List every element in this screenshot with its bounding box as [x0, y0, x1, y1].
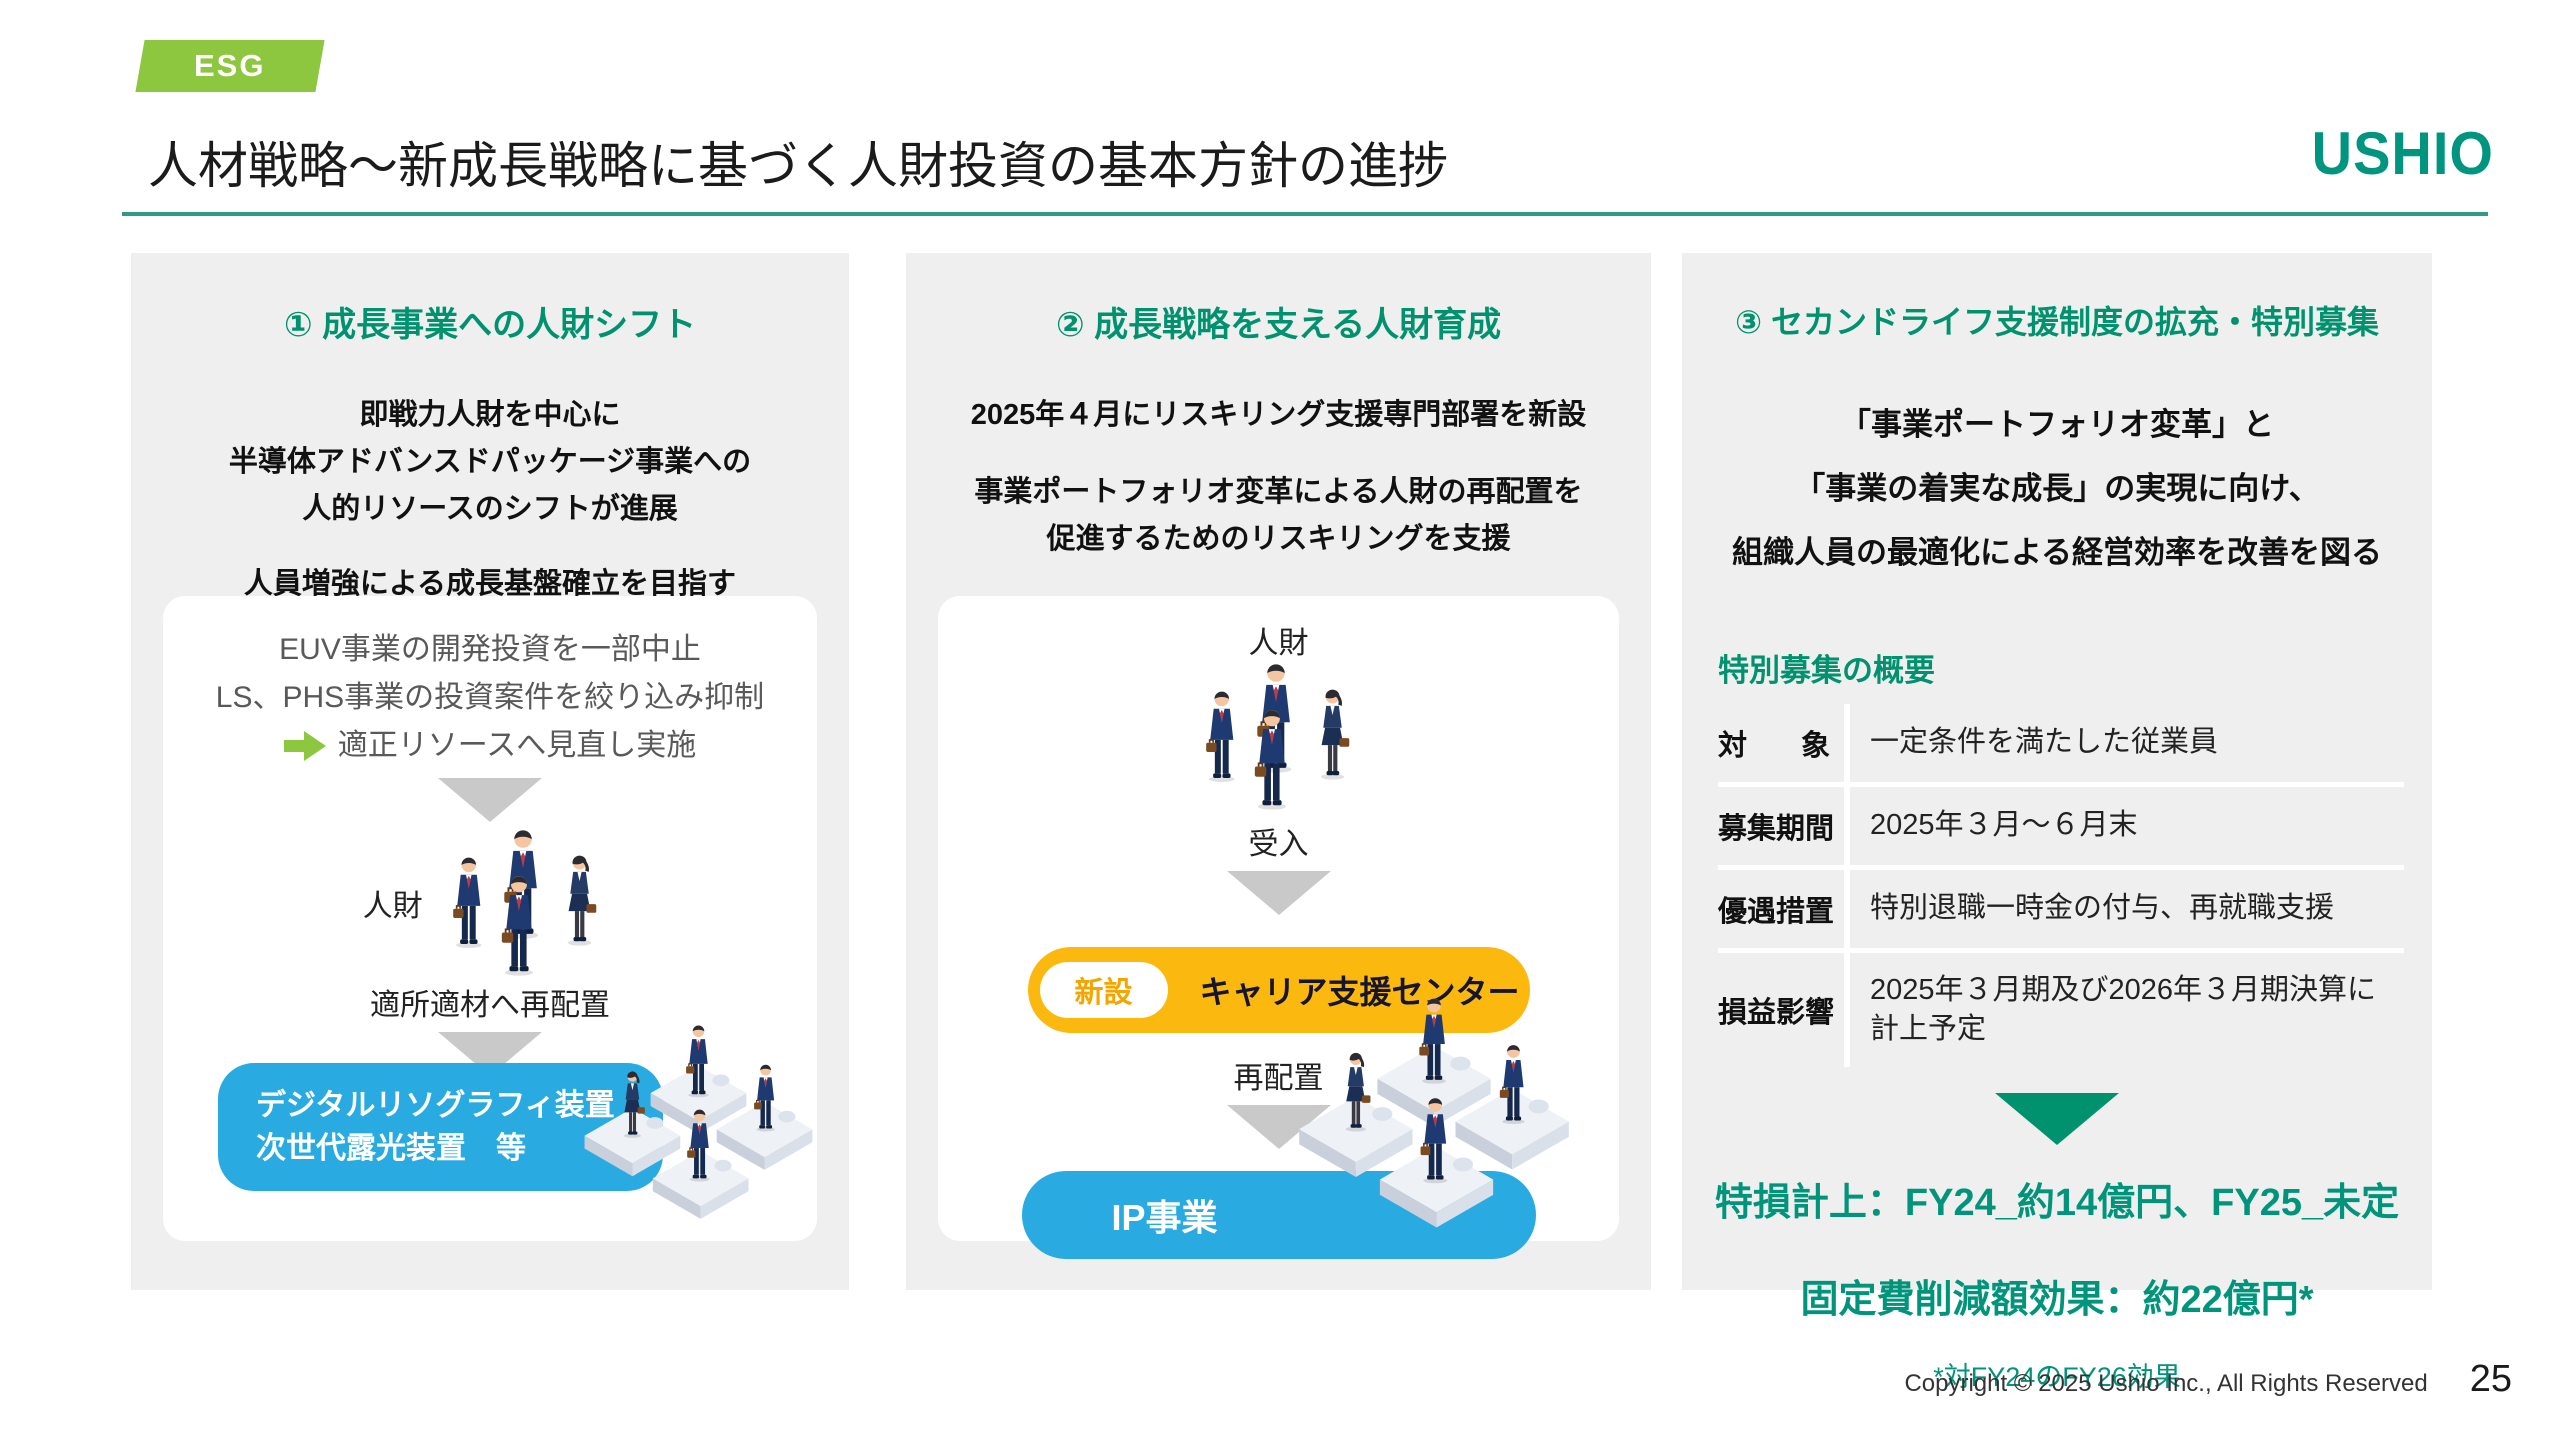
- table-row-value: 2025年３月期及び2026年３月期決算に計上予定: [1870, 973, 2377, 1045]
- panel2-body-line: 促進するためのリスキリングを支援: [1046, 522, 1511, 555]
- resource-review-line: 適正リソースへ見直し実施: [163, 722, 817, 770]
- panel2-white-box: 人財 受入 新設 キャリア支援センター 再配置 IP事業: [938, 596, 1619, 1259]
- people-group-icon: [1205, 663, 1350, 810]
- ushio-logo: USHIO: [2311, 119, 2494, 188]
- investment-note-line: EUV事業の開発投資を一部中止: [279, 633, 701, 666]
- relocation-caption: 適所適材へ再配置: [370, 989, 610, 1022]
- table-row-label: 対象: [1718, 703, 1850, 782]
- people-group-icon: [452, 829, 596, 976]
- title-underline: [122, 212, 2488, 216]
- investment-note-line: LS、PHS事業の投資案件を絞り込み抑制: [215, 681, 765, 714]
- panel1-body-line: 人的リソースのシフトが進展: [302, 492, 678, 525]
- panel3-body-line: 組織人員の最適化による経営効率を改善を図る: [1731, 534, 2383, 570]
- copyright-text: Copyright © 2025 Ushio Inc., All Rights …: [1904, 1370, 2428, 1397]
- talent-label: 人財: [1248, 627, 1309, 660]
- esg-badge: ESG: [135, 40, 325, 92]
- career-support-center-pill: 新設 キャリア支援センター: [1027, 947, 1530, 1033]
- puzzle-team-icon: [1299, 998, 1569, 1228]
- panel-second-life-support: ③ セカンドライフ支援制度の拡充・特別募集 「事業ポートフォリオ変革」と 「事業…: [1682, 253, 2432, 1392]
- panel2-body-line: 事業ポートフォリオ変革による人財の再配置を: [974, 475, 1583, 508]
- panel1-body: 即戦力人財を中心に 半導体アドバンスドパッケージ事業への 人的リソースのシフトが…: [131, 392, 849, 608]
- relocation-caption: 再配置: [1233, 1062, 1324, 1095]
- table-row: 対象 一定条件を満たした従業員: [1718, 703, 2404, 782]
- table-row-label: 損益影響: [1718, 952, 1850, 1067]
- panel-growth-business-shift: ① 成長事業への人財シフト 即戦力人財を中心に 半導体アドバンスドパッケージ事業…: [131, 253, 849, 1290]
- new-badge: 新設: [1039, 962, 1168, 1018]
- impact-footnote: *対FY24のFY26効果: [1933, 1361, 2181, 1392]
- panel2-body: 2025年４月にリスキリング支援専門部署を新設 事業ポートフォリオ変革による人財…: [906, 392, 1651, 563]
- down-triangle-icon: [438, 778, 542, 822]
- table-row-value: 特別退職一時金の付与、再就職支援: [1870, 892, 2335, 924]
- table-row-value: 一定条件を満たした従業員: [1870, 726, 2219, 758]
- table-row-value: 2025年３月～６月末: [1870, 809, 2138, 841]
- resource-review-text: 適正リソースへ見直し実施: [337, 729, 697, 762]
- panel1-white-box: EUV事業の開発投資を一部中止 LS、PHS事業の投資案件を絞り込み抑制 適正リ…: [163, 596, 817, 1241]
- talent-label: 人財: [362, 890, 423, 923]
- special-recruitment-table: 対象 一定条件を満たした従業員 募集期間 2025年３月～６月末 優遇措置 特別…: [1718, 703, 2404, 1067]
- career-support-center-label: キャリア支援センター: [1199, 974, 1520, 1010]
- special-loss-line: 特損計上：FY24_約14億円、FY25_未定: [1714, 1181, 2400, 1224]
- panel1-body-line: 人員増強による成長基盤確立を目指す: [243, 567, 737, 600]
- table-row-label: 優遇措置: [1718, 869, 1850, 948]
- down-triangle-icon: [1226, 871, 1331, 915]
- page-number: 25: [2469, 1358, 2512, 1400]
- right-arrow-icon: [283, 731, 326, 761]
- table-row: 損益影響 2025年３月期及び2026年３月期決算に計上予定: [1718, 947, 2404, 1067]
- panel2-heading: ② 成長戦略を支える人財育成: [1055, 306, 1502, 344]
- panel1-body-line: 半導体アドバンスドパッケージ事業への: [228, 445, 752, 478]
- fixed-cost-line: 固定費削減額効果：約22億円*: [1800, 1278, 2314, 1321]
- panel3-heading: ③ セカンドライフ支援制度の拡充・特別募集: [1735, 304, 2379, 340]
- talent-row: 人財: [163, 828, 817, 978]
- table-row: 優遇措置 特別退職一時金の付与、再就職支援: [1718, 864, 2404, 948]
- target-business-line: デジタルリソグラフィ装置: [256, 1088, 615, 1122]
- ip-business-label: IP事業: [1111, 1197, 1218, 1238]
- accept-caption: 受入: [1248, 828, 1309, 861]
- table-row-label: 募集期間: [1718, 786, 1850, 865]
- footer: Copyright © 2025 Ushio Inc., All Rights …: [1904, 1358, 2512, 1401]
- puzzle-team-icon: [584, 1025, 813, 1220]
- panel3-body-line: 「事業ポートフォリオ変革」と: [1840, 407, 2274, 442]
- page-title: 人材戦略～新成長戦略に基づく人財投資の基本方針の進捗: [148, 138, 1448, 194]
- panel3-body: 「事業ポートフォリオ変革」と 「事業の着実な成長」の実現に向け、 組織人員の最適…: [1682, 393, 2432, 585]
- panel3-body-line: 「事業の着実な成長」の実現に向け、: [1794, 470, 2320, 506]
- down-triangle-teal-icon: [1995, 1092, 2119, 1145]
- esg-badge-label: ESG: [194, 48, 266, 83]
- target-business-line: 次世代露光装置 等: [256, 1132, 526, 1165]
- target-business-box: デジタルリソグラフィ装置 次世代露光装置 等: [218, 1063, 663, 1191]
- table-row: 募集期間 2025年３月～６月末: [1718, 781, 2404, 865]
- panel2-body-line: 2025年４月にリスキリング支援専門部署を新設: [970, 399, 1587, 431]
- panel1-body-line: 即戦力人財を中心に: [359, 399, 621, 431]
- special-recruitment-title: 特別募集の概要: [1718, 652, 1935, 688]
- panel1-heading: ① 成長事業への人財シフト: [283, 306, 697, 344]
- panel-talent-development: ② 成長戦略を支える人財育成 2025年４月にリスキリング支援専門部署を新設 事…: [906, 253, 1651, 1290]
